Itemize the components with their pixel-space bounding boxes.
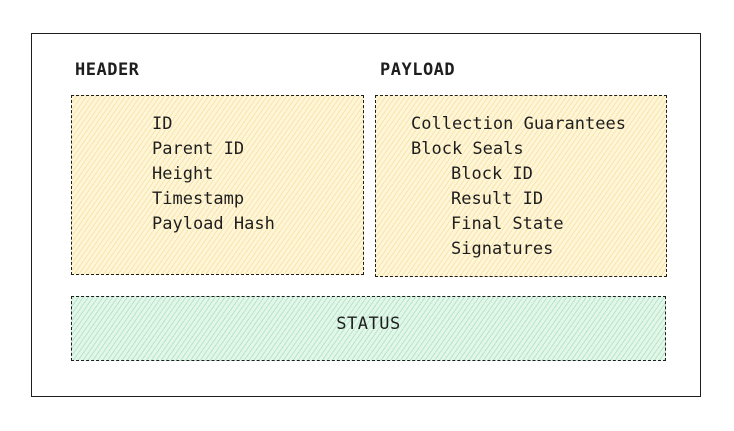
payload-subfield: Block ID bbox=[451, 164, 533, 184]
header-field: Height bbox=[152, 164, 214, 184]
status-box: STATUS bbox=[71, 296, 666, 361]
header-section-title: HEADER bbox=[75, 60, 140, 80]
payload-field: Block Seals bbox=[411, 139, 524, 159]
header-box: ID Parent ID Height Timestamp Payload Ha… bbox=[71, 95, 364, 275]
payload-subfield: Signatures bbox=[451, 239, 554, 259]
payload-box: Collection Guarantees Block Seals Block … bbox=[375, 95, 667, 277]
status-label: STATUS bbox=[336, 314, 401, 334]
payload-subfield: Final State bbox=[451, 214, 564, 234]
header-field: Parent ID bbox=[152, 139, 245, 159]
payload-section-title: PAYLOAD bbox=[380, 60, 456, 80]
payload-subfield: Result ID bbox=[451, 189, 544, 209]
header-field: ID bbox=[152, 114, 173, 134]
header-field: Payload Hash bbox=[152, 214, 275, 234]
payload-field: Collection Guarantees bbox=[411, 114, 626, 134]
header-field-list: ID Parent ID Height Timestamp Payload Ha… bbox=[152, 112, 275, 237]
header-field: Timestamp bbox=[152, 189, 245, 209]
payload-field-list: Collection Guarantees Block Seals Block … bbox=[411, 112, 626, 262]
